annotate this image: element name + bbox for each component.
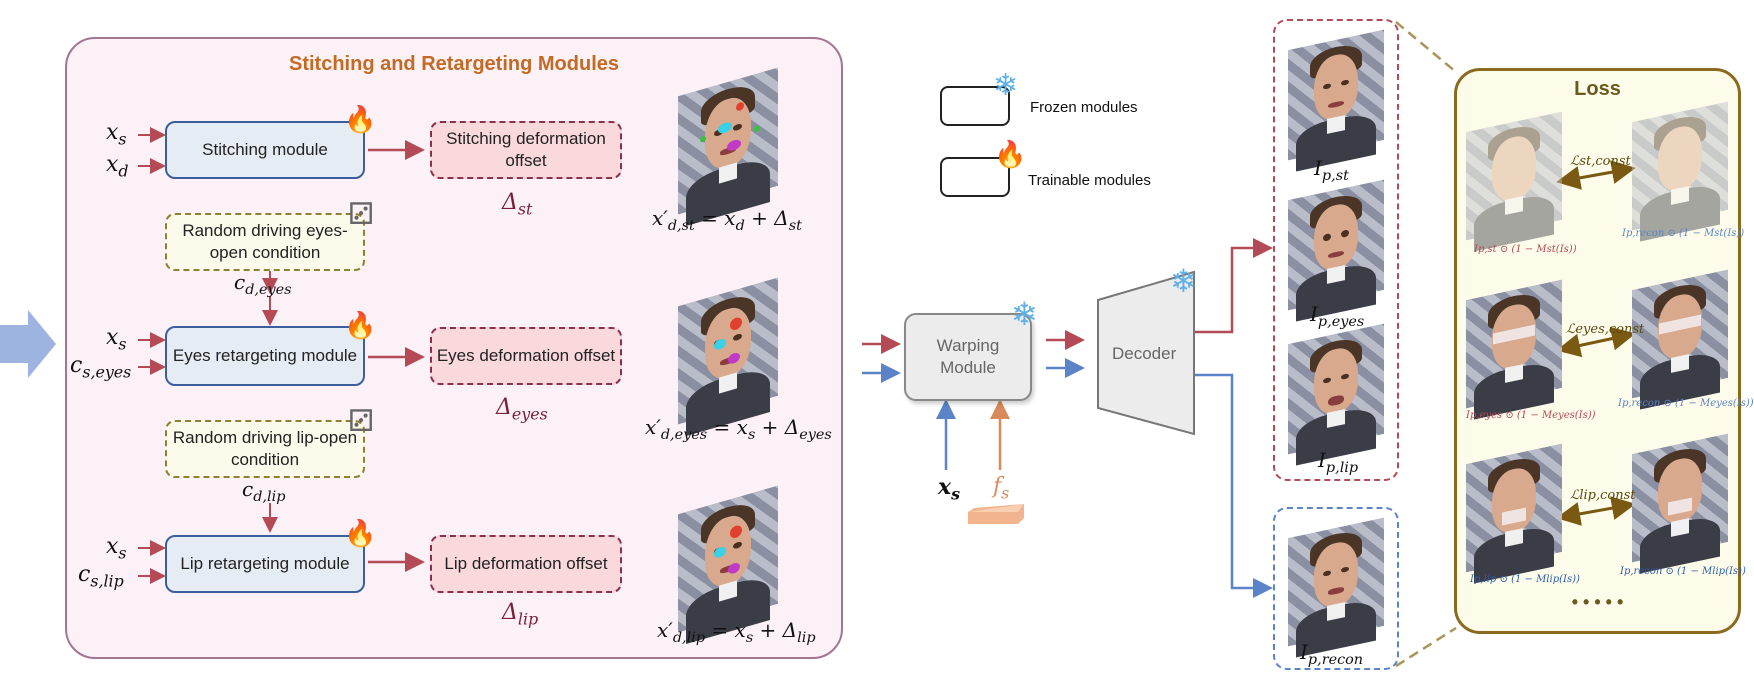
loss-title: Loss: [1574, 78, 1621, 100]
label-I-st: Ip,st: [1314, 156, 1349, 184]
eyes-offset: Eyes deformation offset: [430, 327, 622, 385]
panel-arrows: [138, 127, 425, 584]
delta-st: Δst: [502, 190, 533, 219]
label-xs-stitch: xs: [106, 120, 127, 149]
output-face-st: [1288, 29, 1384, 172]
snowflake-icon: ❄: [1011, 296, 1038, 332]
snowflake-icon: ❄: [1170, 263, 1197, 299]
warp-input-fs: fs: [993, 474, 1010, 503]
output-face-lip: [1288, 323, 1384, 466]
output-group-recon: [1273, 507, 1399, 670]
label-xd-stitch: xd: [106, 152, 129, 181]
lip-open-condition: Random driving lip-open condition: [165, 420, 365, 478]
loss-face-eyes-right: [1632, 269, 1728, 410]
cd-eyes: cd,eyes: [234, 270, 292, 298]
legend-trainable-label: Trainable modules: [1028, 172, 1151, 189]
eyes-open-condition: Random driving eyes-open condition: [165, 213, 365, 271]
loss-arrows: [1556, 160, 1636, 526]
output-group-retarget: [1273, 19, 1399, 481]
loss-caption-lip-left: Ip,lip ⊙ (1 − Mlip(Is)): [1470, 574, 1580, 585]
loss-caption-st-left: Ip,st ⊙ (1 − Mst(Is)): [1474, 244, 1577, 255]
eyes-retargeting-module: Eyes retargeting module: [165, 326, 365, 386]
warping-module: Warping Module: [904, 313, 1032, 401]
label-I-lip: Ip,lip: [1318, 448, 1359, 476]
loss-face-st-right: [1632, 101, 1728, 242]
legend-frozen-box: [940, 86, 1010, 126]
dice-icon: ⚂: [348, 198, 375, 231]
eq-lip: x′d,lip = xs + Δlip: [657, 618, 816, 646]
loss-caption-lip-right: Ip,recon ⊙ (1 − Mlip(Is)): [1620, 566, 1746, 577]
input-arrow: [0, 310, 56, 378]
output-face-eyes: [1288, 179, 1384, 322]
legend-frozen-label: Frozen modules: [1030, 99, 1138, 116]
feature-volume-icon: [968, 504, 1024, 524]
loss-label-eyes: ℒeyes,const: [1566, 322, 1645, 337]
label-cs-lip: cs,lip: [78, 562, 124, 591]
loss-face-eyes-left: [1466, 279, 1562, 420]
loss-face-lip-left: [1466, 443, 1562, 584]
loss-caption-eyes-right: Ip,recon ⊙ (1 − Meyes(Is)): [1618, 398, 1754, 409]
snowflake-icon: ❄: [993, 69, 1019, 102]
label-xs-eyes: xs: [106, 325, 127, 354]
label-I-recon: Ip,recon: [1300, 640, 1364, 668]
delta-eyes: Δeyes: [496, 395, 548, 424]
dice-icon: ⚂: [348, 405, 375, 438]
cd-lip: cd,lip: [242, 477, 286, 505]
label-cs-eyes: cs,eyes: [70, 353, 132, 382]
eq-st: x′d,st = xd + Δst: [652, 206, 802, 234]
decoder-label: Decoder: [1112, 344, 1177, 363]
fire-icon: 🔥: [344, 310, 377, 340]
loss-caption-eyes-left: Ip,eyes ⊙ (1 − Meyes(Is)): [1466, 410, 1596, 421]
loss-caption-st-right: Ip,recon ⊙ (1 − Mst(Is)): [1622, 228, 1745, 239]
fire-icon: 🔥: [994, 139, 1027, 169]
eq-eyes: x′d,eyes = xs + Δeyes: [645, 415, 832, 443]
loss-face-lip-right: [1632, 433, 1728, 574]
lip-retargeting-module: Lip retargeting module: [165, 535, 365, 593]
fire-icon: 🔥: [344, 104, 377, 134]
output-face-recon: [1288, 517, 1384, 658]
legend-trainable-box: [940, 157, 1010, 197]
panel-title: Stitching and Retargeting Modules: [288, 53, 619, 75]
label-I-eyes: Ip,eyes: [1310, 302, 1365, 330]
delta-lip: Δlip: [502, 600, 539, 629]
loss-label-lip: ℒlip,const: [1570, 488, 1636, 503]
lip-offset: Lip deformation offset: [430, 535, 622, 593]
loss-ellipsis: • • • • •: [1571, 592, 1624, 612]
label-xs-lip: xs: [106, 534, 127, 563]
fire-icon: 🔥: [344, 518, 377, 548]
decoder: [1097, 270, 1195, 436]
loss-face-st-left: [1466, 111, 1562, 252]
warp-input-xs: xs: [938, 474, 961, 504]
loss-label-st: ℒst,const: [1570, 154, 1631, 169]
stitching-offset: Stitching deformation offset: [430, 121, 622, 179]
stitching-module: Stitching module: [165, 121, 365, 179]
